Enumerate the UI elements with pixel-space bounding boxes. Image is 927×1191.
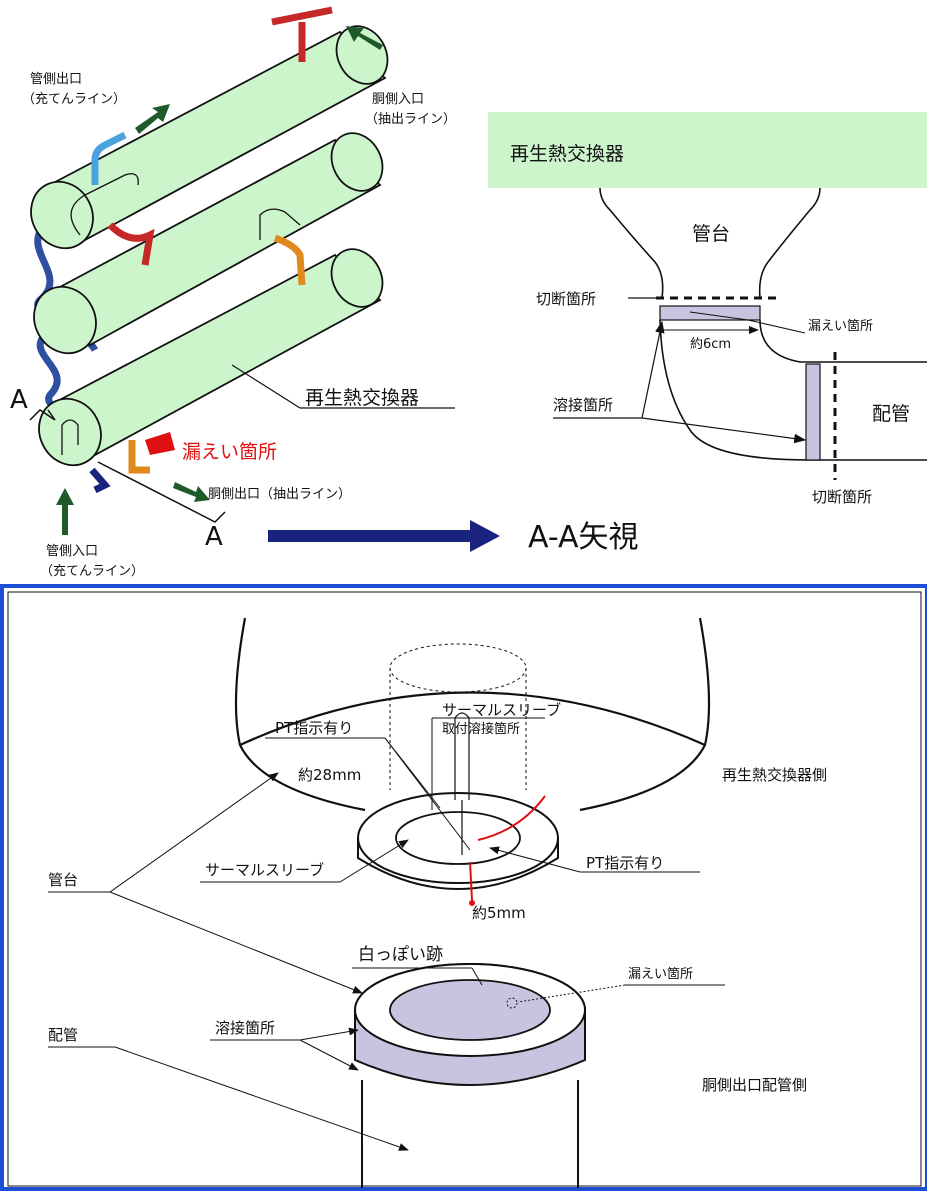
thermal-sleeve-weld-label-2: 取付溶接箇所 — [442, 721, 520, 737]
pt-indication-label-1: PT指示有り — [275, 719, 353, 737]
vessel-shell-1 — [30, 25, 389, 250]
piping-label-section: 配管 — [872, 403, 910, 425]
lightblue-tube-outlet-pipe — [91, 131, 127, 185]
weld-location-label-section: 溶接箇所 — [553, 396, 613, 414]
piping-label-detail: 配管 — [48, 1026, 78, 1044]
vessel-shell-3 — [38, 248, 384, 467]
approx-6cm-label: 約6cm — [690, 337, 731, 352]
bottom-detail-panel: サーマルスリーブ 取付溶接箇所 PT指示有り 約28mm 再生熱交換器側 管台 … — [0, 584, 927, 1191]
tube-outlet-label-2: （充てんライン） — [22, 91, 126, 107]
approx-28mm-label: 約28mm — [298, 766, 361, 784]
vessel-shell-2 — [33, 132, 384, 355]
thermal-sleeve-label: サーマルスリーブ — [205, 861, 324, 879]
leak-marker — [145, 432, 175, 455]
tube-inlet-label-2: （充てんライン） — [40, 563, 144, 579]
leak-location-label-detail: 漏えい箇所 — [628, 966, 693, 982]
regen-hx-side-label: 再生熱交換器側 — [722, 766, 827, 784]
red-shell-inlet-pipe — [271, 6, 333, 62]
regen-hx-label-iso: 再生熱交換器 — [305, 387, 419, 409]
tube-inlet-arrow — [56, 488, 74, 535]
heat-exchanger-isometric — [29, 6, 389, 535]
nozzle-label-section: 管台 — [692, 223, 730, 245]
shell-outlet-arrow — [173, 482, 210, 502]
cut-point-top-label: 切断箇所 — [536, 290, 596, 308]
pt-indication-label-2: PT指示有り — [586, 854, 664, 872]
panel-frame — [0, 584, 927, 1191]
shell-outlet-label: 胴側出口（抽出ライン） — [208, 487, 351, 502]
nozzle-outline — [599, 187, 821, 299]
section-mark-bottom: A — [205, 522, 223, 552]
cut-point-bottom-label: 切断箇所 — [812, 488, 872, 506]
u-tube-outline — [259, 208, 301, 240]
view-arrow — [268, 520, 500, 552]
tube-inlet-label-1: 管側入口 — [46, 544, 98, 559]
section-line-a — [29, 409, 226, 523]
section-mark-top: A — [10, 385, 28, 415]
pipe-body-outline — [659, 319, 927, 461]
weld-band-horizontal — [659, 305, 761, 321]
shell-inlet-label-1: 胴側入口 — [372, 92, 424, 107]
shell-outlet-pipe-side-label: 胴側出口配管側 — [702, 1076, 807, 1094]
approx-5mm-label: 約5mm — [472, 904, 526, 922]
weld-location-label-detail: 溶接箇所 — [215, 1019, 275, 1037]
flange-ring-inner — [395, 811, 521, 865]
pipe-inner-bore — [389, 979, 551, 1041]
nozzle-label-detail: 管台 — [48, 871, 78, 889]
weld-band-vertical — [805, 363, 821, 461]
thermal-sleeve-weld-label-1: サーマルスリーブ — [442, 701, 561, 719]
shell-inlet-label-2: （抽出ライン） — [365, 112, 456, 127]
shell-inlet-arrow — [346, 26, 383, 50]
regen-hx-block — [488, 112, 927, 188]
leak-location-label-iso: 漏えい箇所 — [182, 441, 277, 463]
pt-indication-mark — [477, 795, 546, 841]
leak-location-label-section: 漏えい箇所 — [808, 318, 873, 334]
orange-shell-outlet-pipe — [128, 440, 150, 474]
orange-connecting-pipe — [273, 234, 306, 286]
tube-outlet-arrow — [135, 104, 170, 134]
view-label: A-A矢視 — [528, 520, 639, 555]
navy-bracket — [89, 467, 111, 494]
red-connecting-pipe — [107, 222, 155, 266]
whitish-trace-label: 白っぽい跡 — [358, 945, 443, 965]
section-view: 再生熱交換器 管台 切断箇所 漏えい箇所 約6cm 配管 切断箇所 溶接箇所 — [488, 112, 927, 506]
regen-hx-label-section: 再生熱交換器 — [510, 143, 624, 165]
top-left-labels: 管側出口 （充てんライン） 胴側入口 （抽出ライン） 再生熱交換器 漏えい箇所 … — [10, 72, 456, 579]
tube-outlet-label-1: 管側出口 — [30, 72, 82, 87]
